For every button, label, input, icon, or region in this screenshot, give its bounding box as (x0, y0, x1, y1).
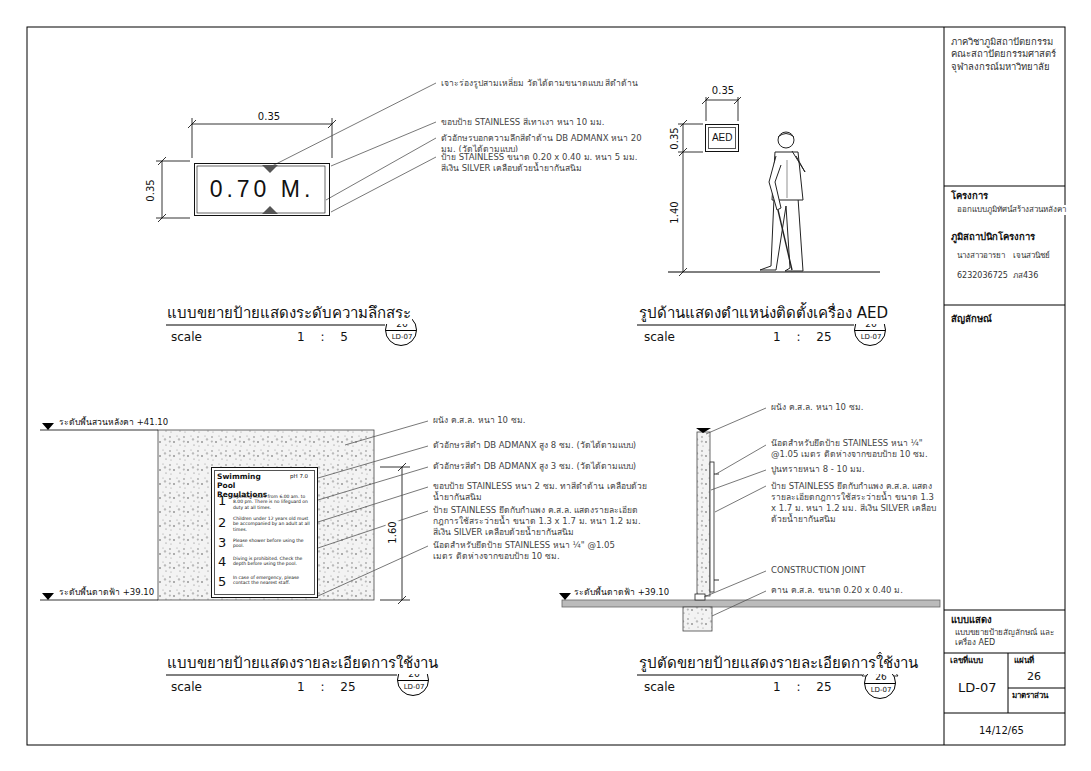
node-text: In case of emergency, please contact the… (233, 575, 315, 586)
field-heading: มาตราส่วน (1011, 691, 1049, 701)
callout-note: ตัวอักษรสีดำ DB ADMANX สูง 8 ซม. (วัดได้… (432, 440, 637, 451)
field-heading: ภูมิสถาปนิกโครงการ (950, 231, 1036, 243)
aed-elevation-drawing (637, 95, 880, 325)
dimension: 0.35 (144, 178, 157, 202)
field-heading: แบบแสดง (950, 614, 993, 626)
depth-sign-drawing (156, 83, 436, 325)
field-value: ออกแบบภูมิทัศน์สร้างสวนหลังคา (956, 205, 1067, 215)
callout-note: ป้าย STAINLESS ยึดกับกำแพง ค.ส.ล. แสดงรา… (432, 505, 644, 538)
scale-label: scale (643, 680, 676, 696)
pool-rules-sign: Swimming Pool RegulationspH 7.01Opening … (211, 467, 318, 598)
scale-label: scale (643, 330, 676, 346)
callout-note: คาน ค.ส.ล. ขนาด 0.20 x 0.40 ม. (770, 585, 904, 596)
view-title: รูปตัดขยายป้ายแสดงรายละเอียดการใช้งาน (638, 654, 919, 674)
node-text: Opening hours from 6.00 am. to 8.00 pm. … (233, 494, 315, 510)
node-text: Children under 12 years old must be acco… (233, 516, 315, 532)
callout-note: เจาะร่องรูปสามเหลี่ยม วัดได้ตามขนาดแบบ ส… (440, 78, 639, 89)
scale-value: 1 : 25 (772, 680, 833, 696)
dimension: 1.60 (386, 520, 399, 544)
field-value: ภส436 (1012, 271, 1039, 281)
callout-divider (855, 330, 885, 331)
date: 14/12/65 (978, 724, 1025, 737)
node-text: 2 (218, 515, 226, 531)
node-text: 4 (218, 554, 226, 570)
node-text: LD-07 (398, 683, 430, 691)
field-value: เจนสวนิชย์ (1012, 251, 1051, 261)
institution-name: ภาควิชาภูมิสถาปัตยกรรม คณะสถาปัตยกรรมศาส… (950, 36, 1064, 73)
dimension: 0.35 (668, 126, 681, 150)
node-text: LD-07 (386, 333, 418, 341)
node-text: AED (712, 132, 733, 144)
sheet-number: 26 (1026, 670, 1042, 684)
field-heading: โครงการ (950, 190, 989, 202)
node-text: 26 (865, 672, 897, 683)
scale-value: 1 : 5 (296, 330, 349, 346)
field-heading: สัญลักษณ์ (950, 313, 993, 325)
node-text: 0.70 M. (210, 176, 315, 204)
field-heading: เลขที่แบบ (949, 656, 984, 666)
callout-note: น๊อตสำหรับยึดป้าย STAINLESS หนา ¼" @1.05… (770, 438, 937, 460)
node-text: LD-07 (865, 686, 897, 694)
callout-divider (386, 330, 416, 331)
callout-note: ขอบป้าย STAINLESS สีเทาเงา หนา 10 มม. (440, 117, 606, 128)
node-text: 5 (218, 574, 226, 590)
aed-box: AED (705, 124, 740, 152)
scale-value: 1 : 25 (772, 330, 833, 346)
field-heading: แผ่นที่ (1013, 656, 1035, 666)
node-text: LD-07 (855, 333, 887, 341)
node-text: 3 (218, 535, 226, 551)
callout-note: ป้าย STAINLESS ยึดกับกำแพง ค.ส.ล. แสดงรา… (770, 481, 937, 525)
field-value: แบบขยายป้ายสัญลักษณ์ และเครื่อง AED (954, 628, 1060, 649)
callout-note: CONSTRUCTION JOINT (770, 565, 866, 576)
field-value: นางสาวอารยา (956, 251, 1006, 261)
view-title: รูปด้านแสดงตำแหน่งติดตั้งเครื่อง AED (638, 304, 889, 324)
callout-note: ผนัง ค.ส.ล. หนา 10 ซม. (432, 415, 526, 426)
callout-note: ขอบป้าย STAINLESS หนา 2 ซม. ทาสีดำด้าน เ… (432, 481, 649, 503)
callout-note: ผนัง ค.ส.ล. หนา 10 ซม. (770, 402, 864, 413)
dimension: 0.35 (702, 84, 744, 97)
level-label: ระดับพื้นสวนหลังคา +41.10 (58, 417, 169, 428)
callout-note: น๊อตสำหรับยึดป้าย STAINLESS หนา ¼" @1.05… (432, 540, 634, 562)
view-title: แบบขยายป้ายแสดงระดับความลึกสระ (166, 304, 412, 324)
node-text: 1 (218, 493, 226, 509)
callout-note: ปูนทรายหนา 8 - 10 มม. (770, 464, 866, 475)
sheet-frame (27, 27, 1065, 745)
level-label: ระดับพื้นดาดฟ้า +39.10 (573, 587, 670, 598)
pool-sign-elevation-drawing (40, 421, 428, 675)
scale-value: 1 : 25 (296, 680, 357, 696)
callout-note: ป้าย STAINLESS ขนาด 0.20 x 0.40 ม. หนา 5… (440, 152, 642, 174)
callout-note: ตัวอักษรสีดำ DB ADMANX สูง 3 ซม. (วัดได้… (432, 461, 637, 472)
level-label: ระดับพื้นดาดฟ้า +39.10 (58, 587, 155, 598)
depth-sign: 0.70 M. (194, 163, 330, 216)
node-text: pH 7.0 (290, 473, 308, 480)
callout-divider (865, 683, 895, 684)
dimension: 1.40 (668, 200, 681, 224)
scale-label: scale (170, 330, 203, 346)
person-figure (760, 132, 805, 271)
dimension: 0.35 (248, 110, 290, 123)
node-text: Please shower before using the pool. (233, 538, 315, 549)
callout-divider (398, 680, 428, 681)
node-text: Diving is prohibited. Check the depth be… (233, 556, 315, 567)
drawing-number: LD-07 (957, 680, 998, 697)
field-value: 6232036725 (956, 271, 1009, 281)
view-title: แบบขยายป้ายแสดงรายละเอียดการใช้งาน (166, 654, 439, 674)
scale-label: scale (170, 680, 203, 696)
